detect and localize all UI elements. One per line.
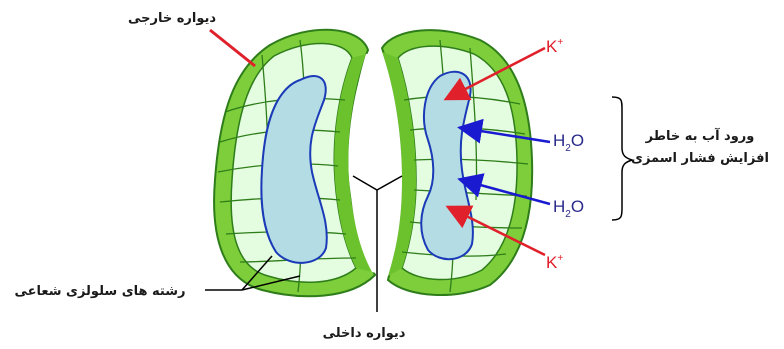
- outer-wall-arrow: [209, 28, 256, 68]
- k-bottom-arrow: [445, 205, 546, 257]
- left-inner-thick-wall: [334, 54, 372, 272]
- h2o-bottom-arrow: [457, 173, 551, 206]
- right-inner-thick-wall: [382, 52, 416, 276]
- bracket: [611, 96, 635, 221]
- water-entry-label-line1: ورود آب به خاطر: [645, 127, 755, 144]
- water-entry-label-line2: افزایش فشار اسمزی: [631, 151, 769, 166]
- h2o-bottom-label: H2O: [553, 197, 584, 220]
- outer-wall-label: دیواره خارجی: [128, 11, 216, 26]
- left-guard-cell: [213, 28, 377, 298]
- cellulose-leader: [205, 255, 301, 291]
- left-vacuole: [260, 75, 328, 264]
- k-top-arrow: [443, 46, 546, 101]
- h2o-top-label: H2O: [553, 131, 584, 154]
- inner-wall-label: دیواره داخلی: [323, 326, 406, 341]
- right-guard-cell: [380, 29, 534, 297]
- k-top-label: K+: [546, 37, 563, 56]
- h2o-top-arrow: [457, 118, 551, 144]
- k-bottom-label: K+: [546, 253, 563, 272]
- cellulose-fibers-label: رشته های سلولزی شعاعی: [14, 284, 185, 299]
- inner-wall-leader: [352, 175, 403, 312]
- stomatal-pore: [349, 52, 402, 276]
